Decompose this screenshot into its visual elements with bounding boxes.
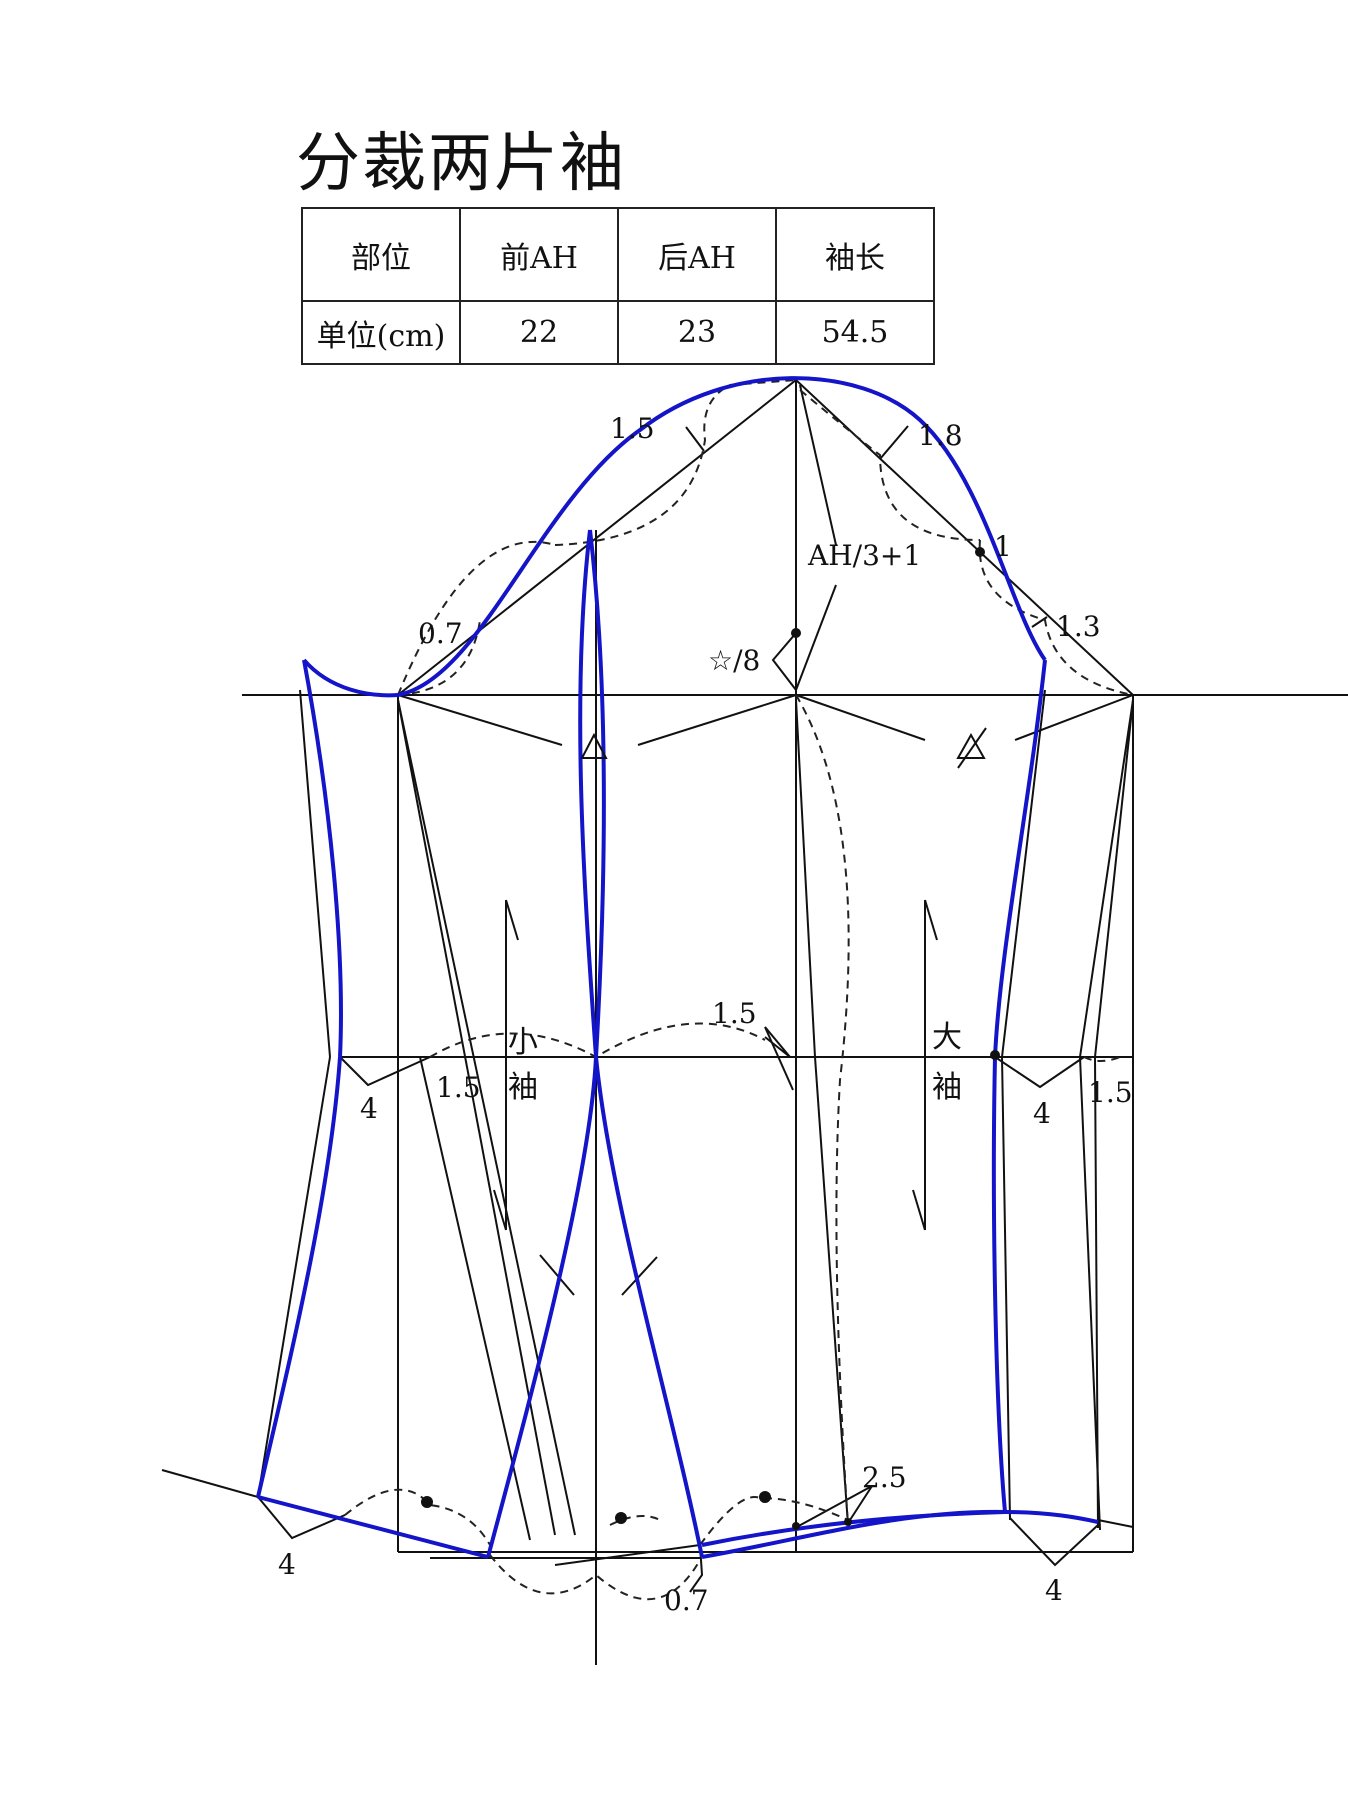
under-sleeve-label-2: 袖	[508, 1070, 538, 1105]
crossed-triangle-icon	[956, 732, 986, 759]
header-back-ah: 后AH	[617, 207, 777, 302]
table-header-row: 部位 前AH 后AH 袖长	[301, 207, 935, 302]
label-elbow-left-offset: 1.5	[436, 1071, 481, 1104]
label-hem-right-width: 4	[1045, 1574, 1063, 1607]
dimension-labels: 1.5 1.8 1 1.3 0.7 AH/3+1 ☆/8 1.5 1.5 1.5…	[278, 412, 1133, 1617]
value-sleeve-length: 54.5	[775, 300, 935, 365]
label-star-over-8: ☆/8	[708, 644, 760, 677]
value-front-ah: 22	[459, 300, 619, 365]
table-value-row: 单位(cm) 22 23 54.5	[301, 300, 935, 365]
marker-dots	[421, 547, 1000, 1530]
label-cap-back-lower-offset: 1.3	[1056, 610, 1101, 643]
measurement-table: 部位 前AH 后AH 袖长 单位(cm) 22 23 54.5	[301, 207, 935, 365]
label-cap-back-offset: 1.8	[918, 419, 963, 452]
label-hem-offset: 0.7	[664, 1584, 709, 1617]
symbols	[580, 727, 987, 769]
label-hem-left-width: 4	[278, 1548, 296, 1581]
row-label-unit: 单位(cm)	[301, 300, 461, 365]
label-cap-front-lower-offset: 0.7	[418, 617, 463, 650]
label-elbow-center-offset: 1.5	[712, 997, 757, 1030]
label-elbow-right-offset: 1.5	[1088, 1076, 1133, 1109]
header-part: 部位	[301, 207, 461, 302]
label-elbow-left-width: 4	[360, 1092, 378, 1125]
header-front-ah: 前AH	[459, 207, 619, 302]
label-cap-back-point: 1	[994, 530, 1012, 563]
piece-labels: 小 袖 大 袖	[508, 1020, 962, 1105]
finished-outline	[256, 376, 1099, 1559]
construction-lines	[161, 379, 1348, 1665]
top-sleeve-label-1: 大	[932, 1020, 962, 1055]
value-back-ah: 23	[617, 300, 777, 365]
label-hem-slant: 2.5	[862, 1461, 907, 1494]
header-sleeve-length: 袖长	[775, 207, 935, 302]
under-sleeve-label-1: 小	[508, 1025, 538, 1060]
label-cap-height-formula: AH/3+1	[807, 539, 921, 572]
top-sleeve-label-2: 袖	[932, 1070, 962, 1105]
label-cap-front-offset: 1.5	[610, 412, 655, 445]
label-elbow-right-width: 4	[1033, 1097, 1051, 1130]
triangle-icon	[580, 732, 608, 759]
page-title: 分裁两片袖	[296, 127, 626, 201]
dashed-guides	[344, 379, 1134, 1601]
crossed-triangle-slash	[957, 727, 987, 769]
